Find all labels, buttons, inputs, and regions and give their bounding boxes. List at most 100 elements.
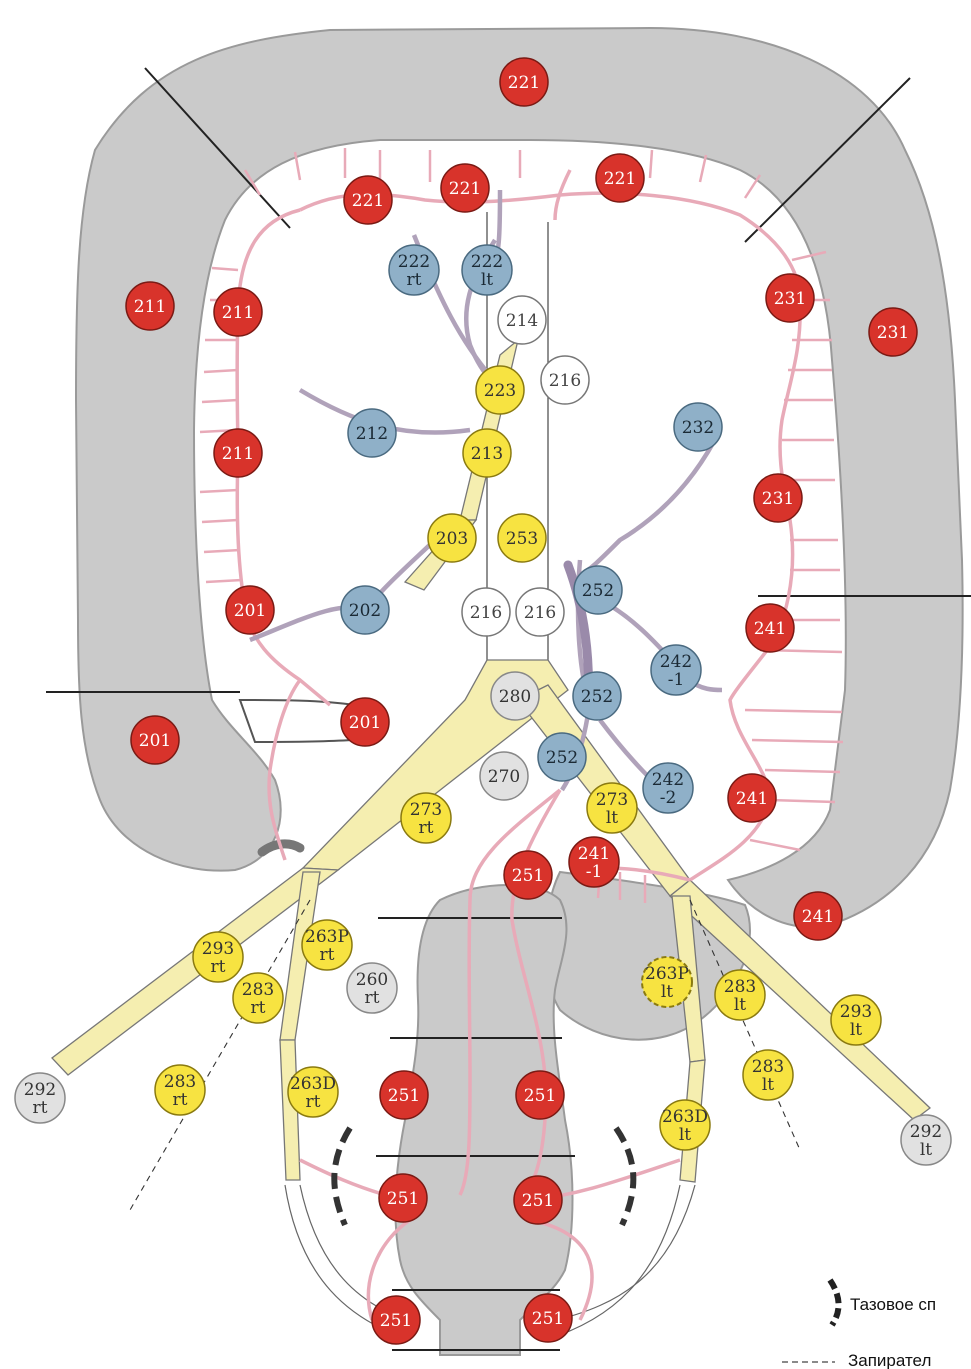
lymph-node-241-b: 241 xyxy=(728,774,776,822)
lymph-node-251-r2: 251 xyxy=(514,1176,562,1224)
node-label: 211 xyxy=(134,297,166,317)
node-label: 252 xyxy=(582,581,614,601)
node-label: 242 xyxy=(652,770,684,790)
node-label: 263D xyxy=(290,1074,336,1094)
node-label: 201 xyxy=(234,601,266,621)
lymph-node-270: 270 xyxy=(480,752,528,800)
lymph-node-222rt: 222rt xyxy=(389,245,439,295)
lymph-node-231-out: 231 xyxy=(869,308,917,356)
node-label: 270 xyxy=(488,767,520,787)
node-label: 231 xyxy=(774,289,806,309)
node-label: 251 xyxy=(388,1086,420,1106)
node-label: 263P xyxy=(305,927,349,947)
node-label: 283 xyxy=(752,1057,784,1077)
node-sublabel: lt xyxy=(679,1125,691,1145)
node-sublabel: rt xyxy=(365,988,380,1008)
node-label: 222 xyxy=(471,252,503,272)
lymph-node-212: 212 xyxy=(348,409,396,457)
lymph-node-251-l2: 251 xyxy=(379,1174,427,1222)
node-label: 222 xyxy=(398,252,430,272)
node-label: 263D xyxy=(662,1107,708,1127)
lymph-node-251-l1: 251 xyxy=(380,1071,428,1119)
lymph-node-223: 223 xyxy=(476,366,524,414)
node-sublabel: lt xyxy=(762,1075,774,1095)
node-label: 260 xyxy=(356,970,388,990)
lymph-node-251-r1: 251 xyxy=(516,1071,564,1119)
lymph-node-292rt: 292rt xyxy=(15,1073,65,1123)
node-label: 216 xyxy=(524,603,556,623)
node-sublabel: -2 xyxy=(660,788,677,808)
legend-obturator-label: Запирател xyxy=(848,1351,931,1369)
node-sublabel: lt xyxy=(734,995,746,1015)
lymph-node-216-b: 216 xyxy=(462,588,510,636)
node-label: 292 xyxy=(24,1080,56,1100)
node-label: 211 xyxy=(222,303,254,323)
node-label: 221 xyxy=(449,179,481,199)
pelvic-wall-legend-icon xyxy=(830,1280,839,1325)
lymph-node-216-c: 216 xyxy=(516,588,564,636)
node-label: 293 xyxy=(202,939,234,959)
lymph-node-263Prt: 263Prt xyxy=(302,920,352,970)
lymph-node-231-in1: 231 xyxy=(766,274,814,322)
node-label: 212 xyxy=(356,424,388,444)
node-label: 293 xyxy=(840,1002,872,1022)
node-label: 242 xyxy=(660,652,692,672)
lymph-node-251-top: 251 xyxy=(504,851,552,899)
node-label: 273 xyxy=(596,790,628,810)
node-label: 252 xyxy=(546,748,578,768)
node-label: 211 xyxy=(222,444,254,464)
lymph-node-221-top: 221 xyxy=(500,58,548,106)
lymph-node-242-2: 242-2 xyxy=(643,763,693,813)
node-sublabel: rt xyxy=(211,957,226,977)
lymph-node-273rt: 273rt xyxy=(401,793,451,843)
lymph-node-292lt: 292lt xyxy=(901,1115,951,1165)
lymph-node-211-in2: 211 xyxy=(214,429,262,477)
node-sublabel: rt xyxy=(306,1092,321,1112)
lymph-node-216-a: 216 xyxy=(541,356,589,404)
lymph-node-221-r: 221 xyxy=(596,154,644,202)
node-sublabel: rt xyxy=(251,998,266,1018)
node-label: 202 xyxy=(349,601,381,621)
node-label: 252 xyxy=(581,687,613,707)
node-label: 231 xyxy=(877,323,909,343)
node-label: 263P xyxy=(645,964,689,984)
lymph-node-231-in2: 231 xyxy=(754,474,802,522)
node-sublabel: rt xyxy=(173,1090,188,1110)
lymph-node-214: 214 xyxy=(498,296,546,344)
node-label: 214 xyxy=(506,311,538,331)
node-sublabel: lt xyxy=(606,808,618,828)
lymph-node-232: 232 xyxy=(674,403,722,451)
node-label: 280 xyxy=(499,687,531,707)
node-sublabel: rt xyxy=(419,818,434,838)
node-label: 201 xyxy=(349,713,381,733)
lymph-node-211-out: 211 xyxy=(126,282,174,330)
lymph-node-203: 203 xyxy=(428,514,476,562)
node-label: 283 xyxy=(242,980,274,1000)
node-sublabel: lt xyxy=(920,1140,932,1160)
lymph-node-242-1: 242-1 xyxy=(651,645,701,695)
node-label: 283 xyxy=(724,977,756,997)
node-label: 251 xyxy=(387,1189,419,1209)
node-label: 223 xyxy=(484,381,516,401)
node-sublabel: lt xyxy=(850,1020,862,1040)
lymph-node-201-ileum: 201 xyxy=(341,698,389,746)
node-label: 251 xyxy=(532,1309,564,1329)
lymph-node-283lt-b: 283lt xyxy=(743,1050,793,1100)
lymph-node-293rt: 293rt xyxy=(193,932,243,982)
lymph-node-222lt: 222lt xyxy=(462,245,512,295)
legend: Тазовое сп Запирател xyxy=(782,1280,936,1369)
node-label: 221 xyxy=(352,191,384,211)
sigmoid-colon xyxy=(544,872,750,1040)
node-label: 216 xyxy=(470,603,502,623)
node-label: 241 xyxy=(736,789,768,809)
node-sublabel: -1 xyxy=(668,670,685,690)
lymph-node-241-out: 241 xyxy=(794,892,842,940)
node-label: 251 xyxy=(524,1086,556,1106)
